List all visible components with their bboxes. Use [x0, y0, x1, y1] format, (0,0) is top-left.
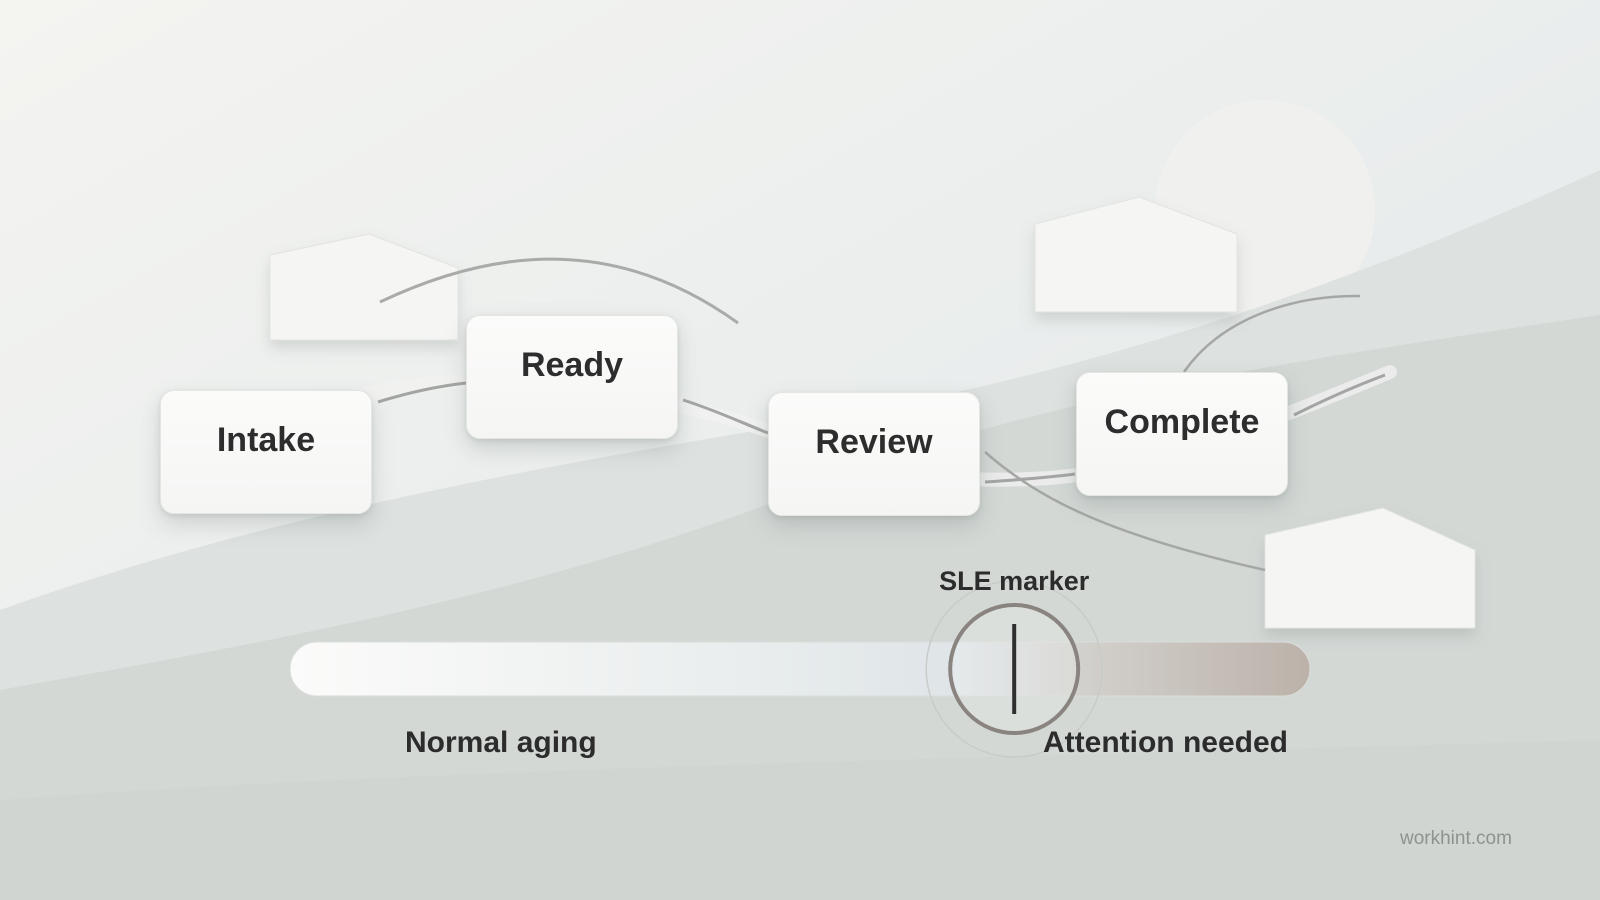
stage-label-intake: Intake [216, 421, 316, 459]
connector-intake-ready [377, 381, 467, 404]
stage-card-complete: Complete [1076, 372, 1288, 496]
normal-aging-label: Normal aging [405, 726, 597, 759]
arc-connector-1 [379, 257, 739, 325]
sle-marker [925, 580, 1103, 758]
stage-card-ready: Ready [466, 315, 678, 439]
connector-review-complete [984, 472, 1076, 484]
house-shape-2 [1034, 196, 1238, 313]
near-hill [0, 740, 1600, 900]
attention-needed-label: Attention needed [1043, 726, 1288, 759]
connector-ready-review [682, 398, 769, 435]
stage-label-review: Review [815, 423, 933, 461]
footer-credit[interactable]: workhint.com [1400, 828, 1512, 849]
arc-connector-2 [1182, 294, 1361, 373]
connector-complete-exit [1293, 373, 1386, 417]
stage-label-ready: Ready [520, 346, 624, 384]
stage-card-intake: Intake [160, 390, 372, 514]
house-shape-3 [1264, 507, 1476, 629]
aging-scale-bar [289, 641, 1311, 697]
house-shape-1 [269, 233, 459, 341]
stage-label-complete: Complete [1104, 403, 1260, 441]
stage-card-review: Review [768, 392, 980, 516]
sle-marker-label: SLE marker [939, 566, 1090, 596]
sle-marker-outer-ring [925, 580, 1103, 758]
connector-review-house [984, 451, 1266, 572]
